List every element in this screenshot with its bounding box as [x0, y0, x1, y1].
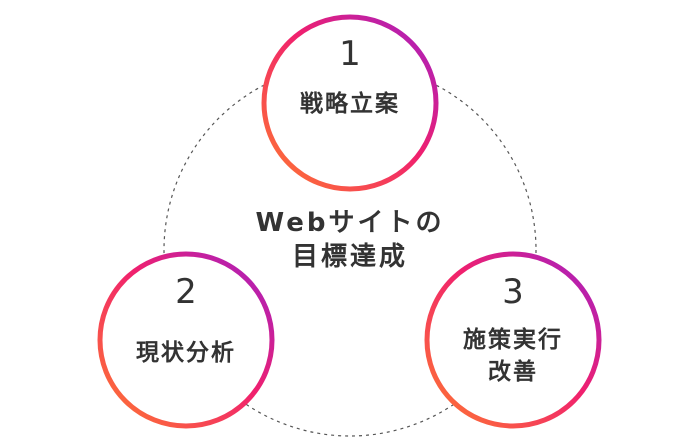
step-2-number: 2: [175, 272, 197, 312]
center-goal-label: Webサイトの 目標達成: [255, 208, 445, 272]
step-3-number: 3: [502, 272, 524, 312]
step-2-circle: [97, 251, 275, 429]
step-2-label: 現状分析: [136, 340, 236, 366]
step-1-label: 戦略立案: [300, 91, 400, 117]
step-1-circle: [261, 14, 439, 192]
step-3-label: 施策実行 改善: [463, 327, 563, 385]
step-3-circle: [424, 251, 602, 429]
step-1-number: 1: [339, 34, 361, 74]
